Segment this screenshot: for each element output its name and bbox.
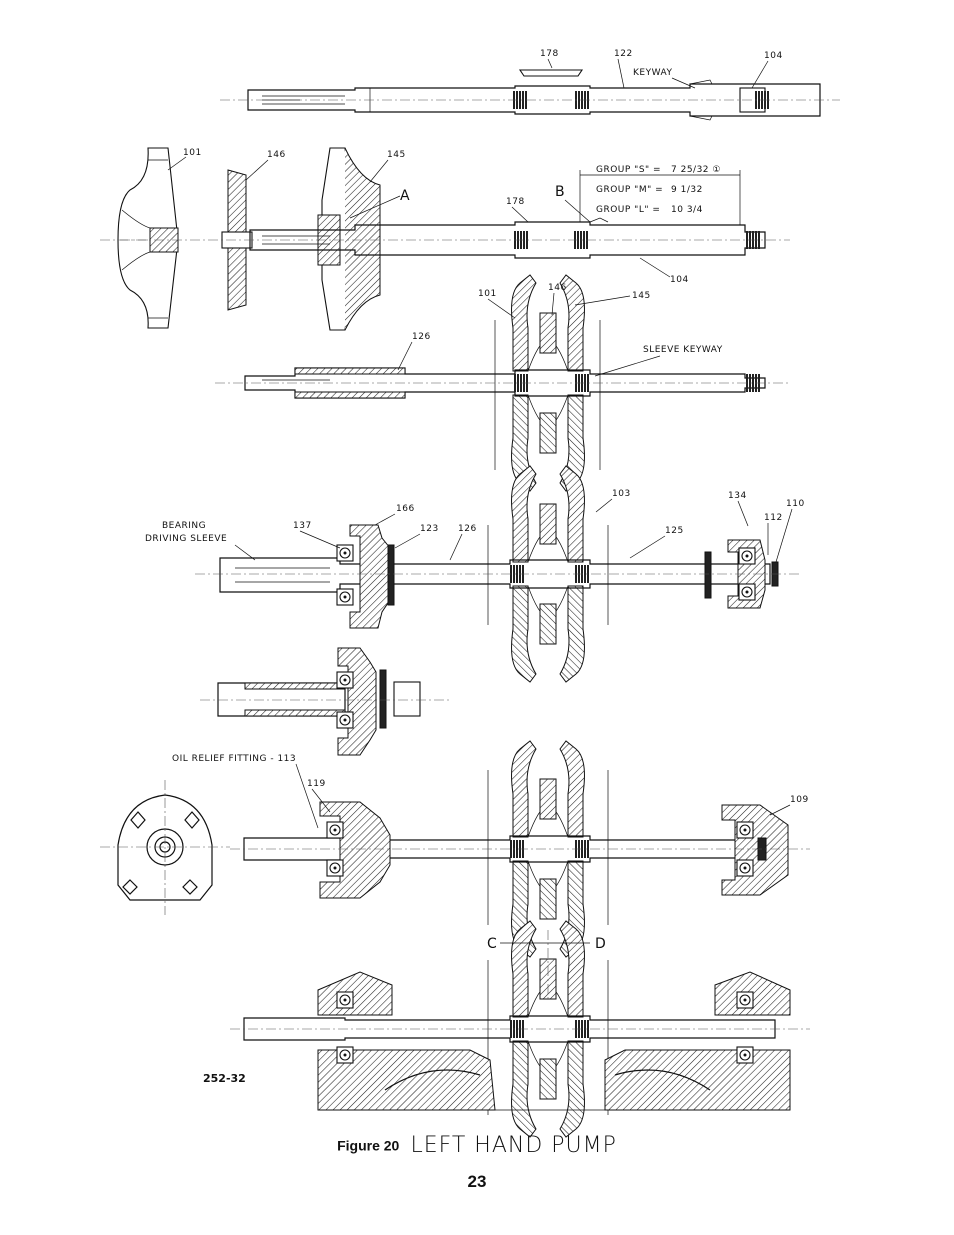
callout-178-b: 178 <box>506 197 525 207</box>
callout-109: 109 <box>790 795 809 805</box>
oil-relief-label: OIL RELIEF FITTING - 113 <box>172 754 296 764</box>
marker-b: B <box>555 184 565 200</box>
drawing-code: 252-32 <box>203 1072 246 1085</box>
view6-labels: OIL RELIEF FITTING - 113 119 109 <box>172 754 809 829</box>
callout-125: 125 <box>665 526 684 536</box>
callout-112: 112 <box>764 513 783 523</box>
view1-shaft <box>220 69 840 121</box>
figure-number: Figure 20 <box>337 1137 400 1154</box>
callout-126-d: 126 <box>458 524 477 534</box>
callout-104-b: 104 <box>670 275 689 285</box>
group-m-label: GROUP "M" = <box>596 185 663 195</box>
view3-parts <box>215 274 790 492</box>
callout-146-c: 146 <box>548 283 567 293</box>
view2-parts <box>100 147 790 331</box>
callout-137: 137 <box>293 521 312 531</box>
page-number: 23 <box>467 1172 487 1191</box>
view2-labels: 101 146 145 A B 178 104 GROUP "S" = 7 25… <box>167 148 741 285</box>
view6-endview <box>100 780 230 915</box>
bearing-label-line1: BEARING <box>162 521 206 531</box>
callout-104: 104 <box>764 51 783 61</box>
view4-parts <box>195 465 800 683</box>
marker-a: A <box>400 188 410 204</box>
callout-178: 178 <box>540 49 559 59</box>
marker-c: C <box>487 936 497 952</box>
callout-119: 119 <box>307 779 326 789</box>
figure-caption: Figure 20 LEFT HAND PUMP <box>0 1133 954 1158</box>
callout-101-c: 101 <box>478 289 497 299</box>
group-s-label: GROUP "S" = <box>596 165 661 175</box>
callout-122: 122 <box>614 49 633 59</box>
callout-145: 145 <box>387 150 406 160</box>
callout-123: 123 <box>420 524 439 534</box>
bearing-label-line2: DRIVING SLEEVE <box>145 534 227 544</box>
callout-126: 126 <box>412 332 431 342</box>
view5-parts <box>200 647 450 756</box>
group-s-value: 7 25/32 ① <box>671 165 721 175</box>
group-l-label: GROUP "L" = <box>596 205 660 215</box>
callout-145-c: 145 <box>632 291 651 301</box>
view7-parts <box>230 920 810 1138</box>
marker-d: D <box>595 936 606 952</box>
callout-134: 134 <box>728 491 747 501</box>
keyway-label: KEYWAY <box>633 68 672 78</box>
callout-103: 103 <box>612 489 631 499</box>
view4-labels: BEARING DRIVING SLEEVE 137 166 123 126 1… <box>145 489 805 563</box>
view1-labels: 178 122 104 KEYWAY <box>540 49 783 89</box>
callout-101: 101 <box>183 148 202 158</box>
view6-parts <box>230 740 810 958</box>
sleeve-keyway-label: SLEEVE KEYWAY <box>643 345 723 355</box>
group-l-value: 10 3/4 <box>671 205 703 215</box>
figure-title: LEFT HAND PUMP <box>410 1133 617 1158</box>
callout-166: 166 <box>396 504 415 514</box>
group-m-value: 9 1/32 <box>671 185 703 195</box>
view7-labels: C D <box>487 936 606 952</box>
callout-110: 110 <box>786 499 805 509</box>
callout-146: 146 <box>267 150 286 160</box>
view3-labels: 101 146 145 126 SLEEVE KEYWAY <box>397 283 723 377</box>
